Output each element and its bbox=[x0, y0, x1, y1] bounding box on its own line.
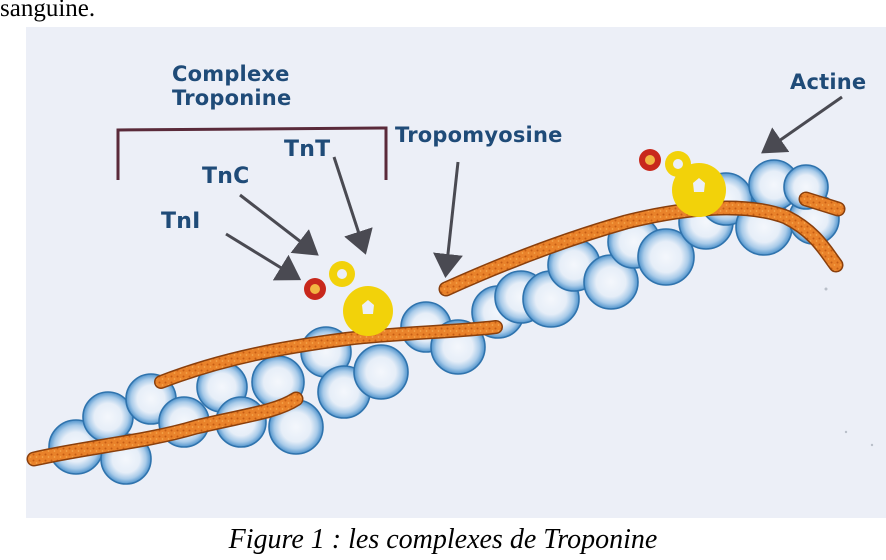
tni-label: TnI bbox=[161, 209, 201, 234]
figure-caption: Figure 1 : les complexes de Troponine bbox=[228, 524, 658, 555]
tnt-label: TnT bbox=[284, 137, 331, 162]
tropomyosin-middle-strand bbox=[154, 320, 503, 389]
tropomyosin-upper-strand bbox=[438, 191, 846, 297]
actine-label: Actine bbox=[790, 70, 867, 94]
arrow-actine bbox=[761, 95, 843, 154]
arrow-tnc bbox=[239, 193, 319, 256]
troponin-complex-right bbox=[639, 149, 726, 217]
preceding-paragraph-text: sanguine. bbox=[0, 0, 96, 22]
tnc-label: TnC bbox=[202, 164, 250, 189]
tropomyosin-lower-strand bbox=[26, 391, 304, 467]
arrow-tropomyosine bbox=[433, 161, 463, 278]
arrow-tni bbox=[225, 232, 302, 281]
thin-filament-diagram bbox=[26, 95, 874, 485]
arrow-tnt bbox=[332, 156, 373, 255]
troponin-complex-bracket bbox=[116, 126, 388, 180]
troponin-complex-left bbox=[304, 261, 393, 336]
complexe-troponine-label: Complexe Troponine bbox=[172, 62, 291, 110]
troponin-complex-figure: Complexe Troponine TnT TnC TnI Tropomyos… bbox=[26, 27, 886, 518]
complexe-label-line2: Troponine bbox=[172, 86, 292, 110]
complexe-label-line1: Complexe bbox=[172, 62, 290, 86]
tropomyosine-label: Tropomyosine bbox=[395, 123, 563, 147]
